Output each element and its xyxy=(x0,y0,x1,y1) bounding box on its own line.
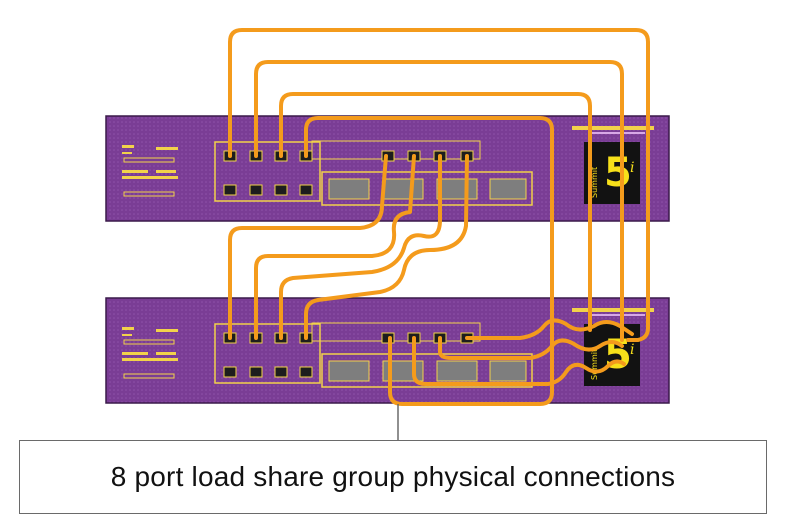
cable-top-port-2 xyxy=(254,60,624,342)
port xyxy=(223,366,237,378)
switch-top-badge-brand: Summit xyxy=(590,167,599,198)
cable-bottom-port-8 xyxy=(465,318,634,340)
cable-cross-2 xyxy=(254,154,416,340)
switch-top-chassis xyxy=(105,115,670,222)
switch-bottom-label-strip xyxy=(311,322,481,342)
switch-top-module-panel xyxy=(321,171,533,206)
cables xyxy=(228,28,650,406)
module-slot xyxy=(436,178,478,200)
port xyxy=(274,366,288,378)
switch-bottom-badge-suffix: i xyxy=(630,342,634,358)
cable-cross-4 xyxy=(304,154,469,340)
module-slot xyxy=(382,178,424,200)
cable-cross-3 xyxy=(279,154,442,340)
switch-top-label-strip xyxy=(311,140,481,160)
module-slot xyxy=(328,178,370,200)
module-slot xyxy=(489,360,527,382)
switch-top-badge: 5 i Summit xyxy=(584,142,640,204)
port xyxy=(223,184,237,196)
switch-top-lower-ports xyxy=(223,184,313,196)
cable-top-port-4 xyxy=(304,116,554,406)
switch-bottom-badge-brand: Summit xyxy=(590,349,599,380)
switch-bottom-lower-ports xyxy=(223,366,313,378)
switch-bottom-module-panel xyxy=(321,353,533,388)
port xyxy=(299,366,313,378)
switch-bottom-chassis xyxy=(105,297,670,404)
module-slot xyxy=(328,360,370,382)
port xyxy=(274,184,288,196)
switch-top-led-labels xyxy=(122,145,178,197)
cable-bottom-port-7 xyxy=(438,336,624,360)
cable-top-port-3 xyxy=(279,92,592,332)
caption-text: 8 port load share group physical connect… xyxy=(110,461,676,492)
module-slot xyxy=(436,360,478,382)
switch-bottom-led-labels xyxy=(122,327,178,379)
cable-bottom-port-6 xyxy=(412,336,626,386)
caption-box: 8 port load share group physical connect… xyxy=(19,440,767,514)
switch-top-badge-suffix: i xyxy=(630,160,634,176)
module-slot xyxy=(489,178,527,200)
cable-cross-1 xyxy=(228,154,388,340)
cable-top-port-1 xyxy=(228,28,650,342)
switch-top-badge-number: 5 xyxy=(604,150,632,196)
port xyxy=(299,184,313,196)
switch-top-port-panel xyxy=(214,141,321,202)
port xyxy=(249,366,263,378)
switch-bottom-logo xyxy=(572,308,654,316)
switch-top-logo xyxy=(572,126,654,134)
port xyxy=(249,184,263,196)
switch-bottom-port-panel xyxy=(214,323,321,384)
switch-top: 5 i Summit xyxy=(105,115,670,222)
